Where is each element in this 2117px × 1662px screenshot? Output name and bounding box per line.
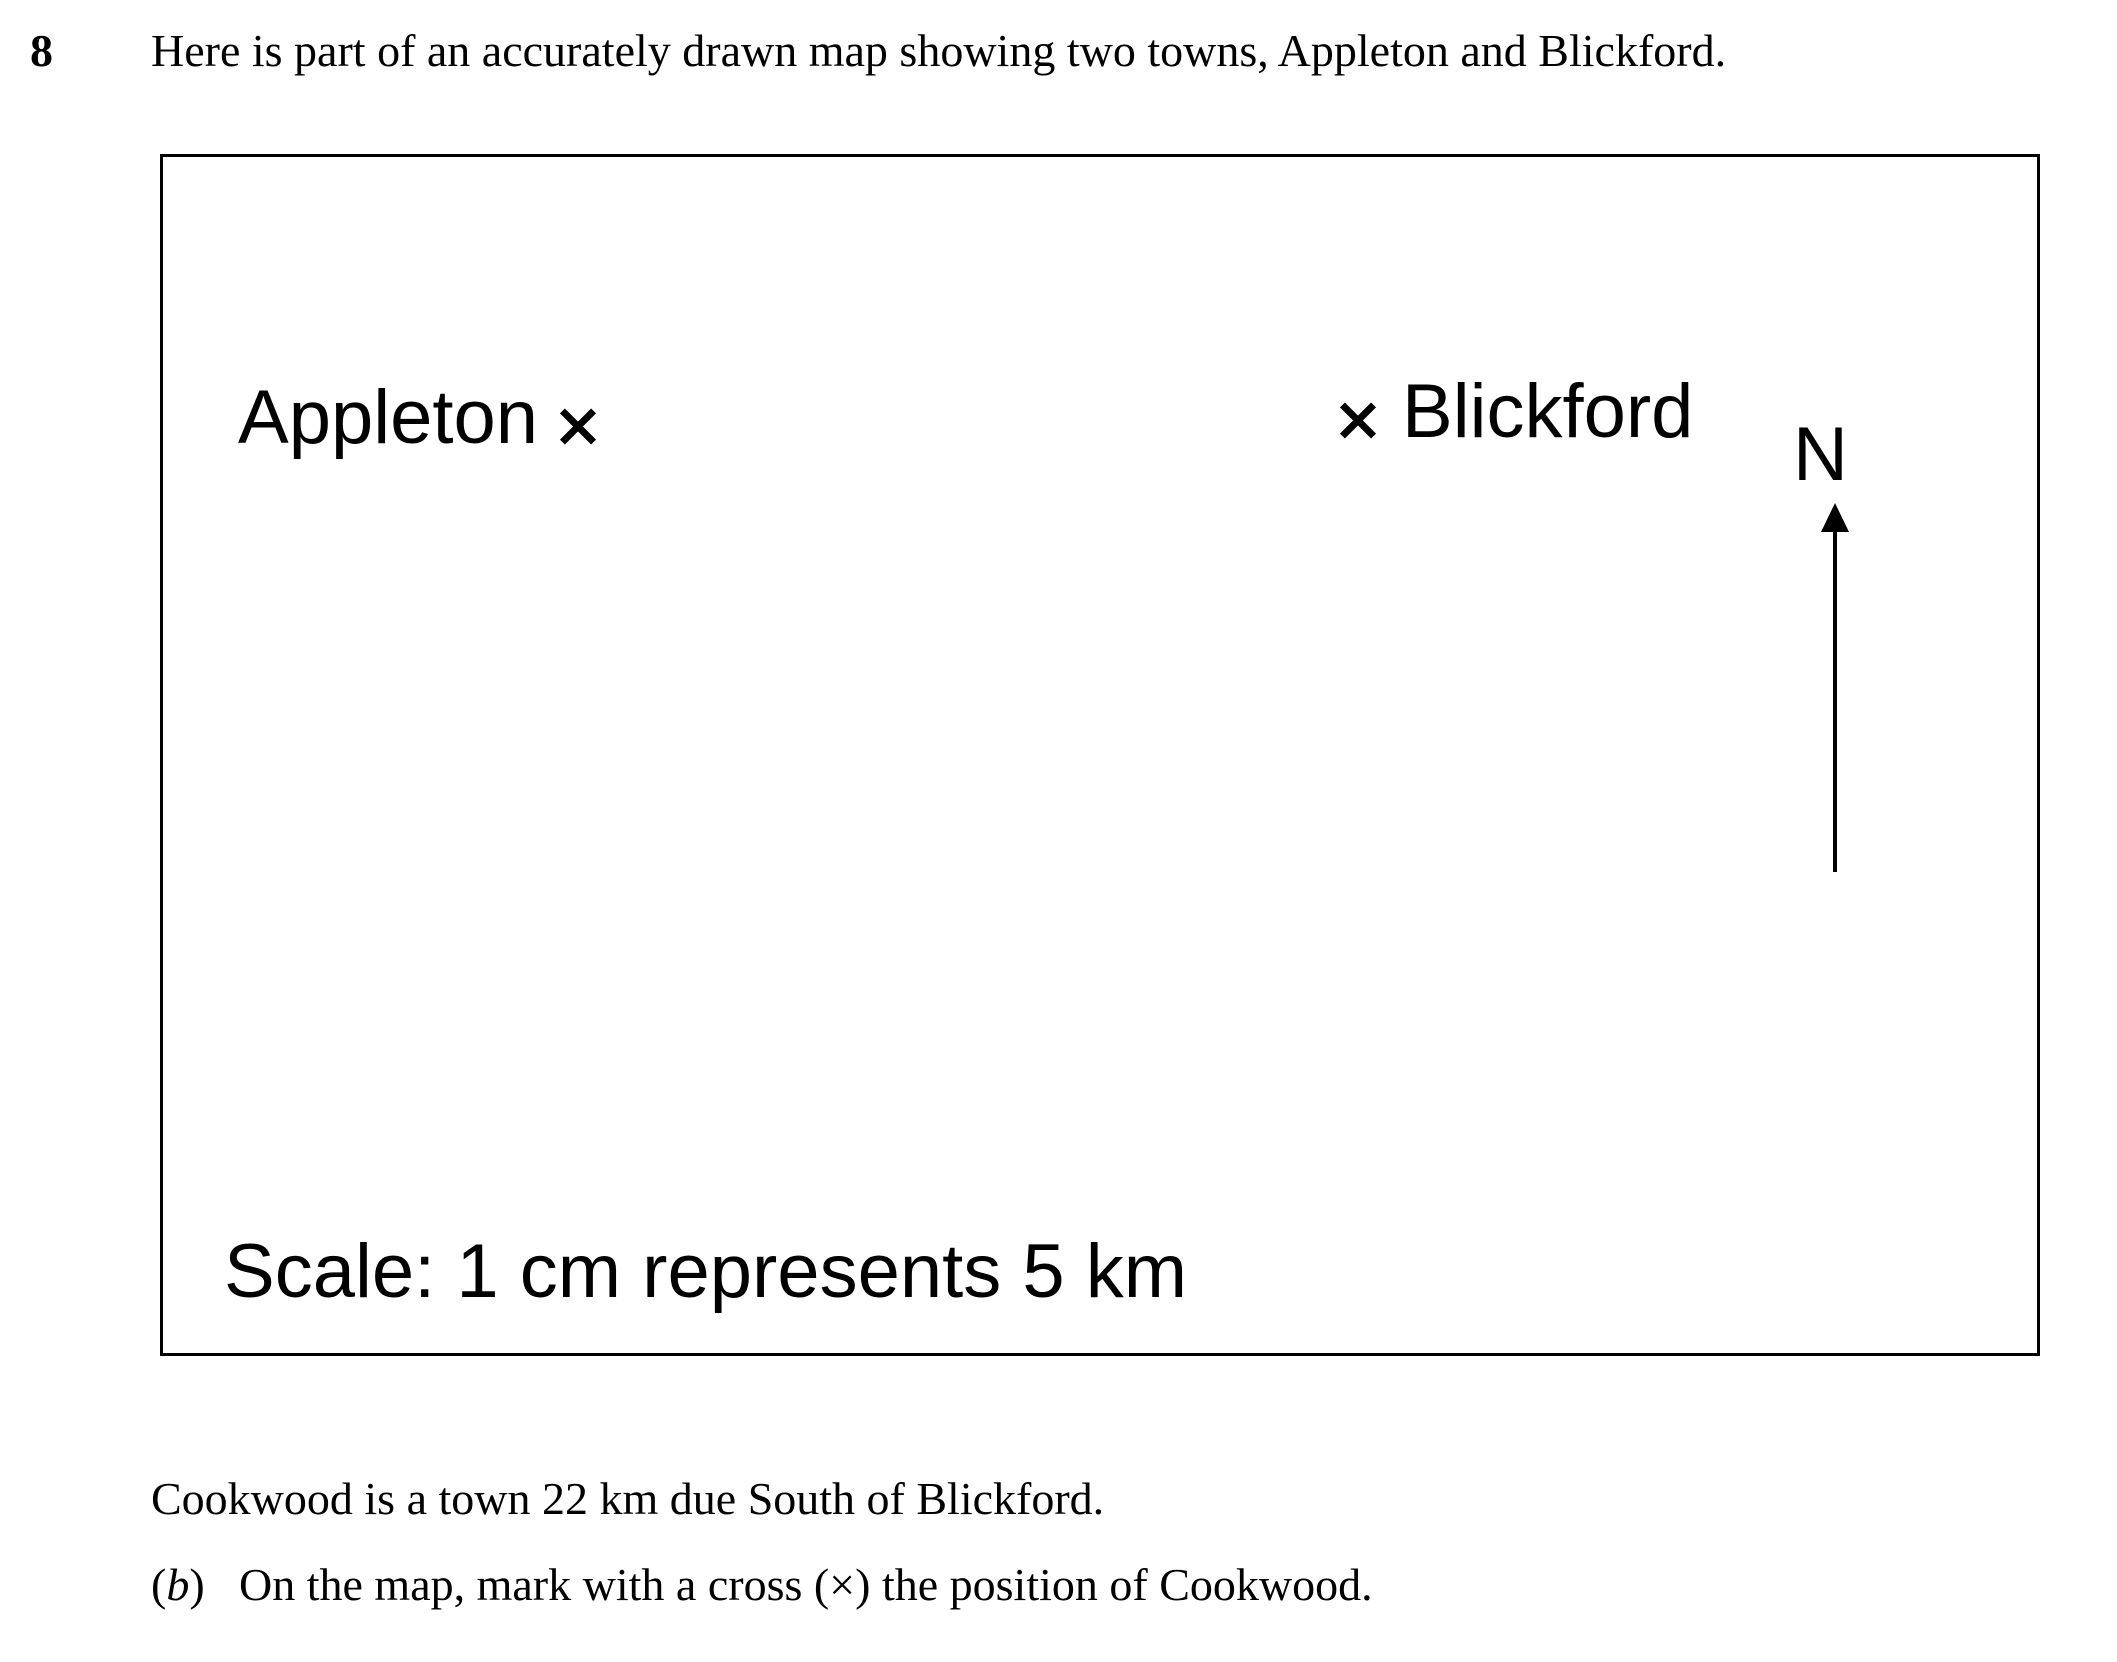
north-arrow-icon [1821,503,1849,872]
part-b-question: (b) On the map, mark with a cross (×) the… [151,1562,1373,1608]
town-label-appleton: Appleton [238,375,539,460]
cross-marker-appleton [558,406,598,446]
cross-marker-blickford [1338,400,1378,440]
cookwood-statement: Cookwood is a town 22 km due South of Bl… [151,1473,1105,1524]
part-b-instruction: On the map, mark with a cross (×) the po… [239,1559,1373,1610]
north-label: N [1793,412,1848,497]
question-number: 8 [30,25,53,76]
map-scale: Scale: 1 cm represents 5 km [224,1229,1188,1314]
town-label-blickford: Blickford [1402,369,1694,454]
map-frame[interactable] [160,154,2040,1356]
part-label: (b) [151,1559,205,1610]
question-intro: Here is part of an accurately drawn map … [151,25,1727,76]
